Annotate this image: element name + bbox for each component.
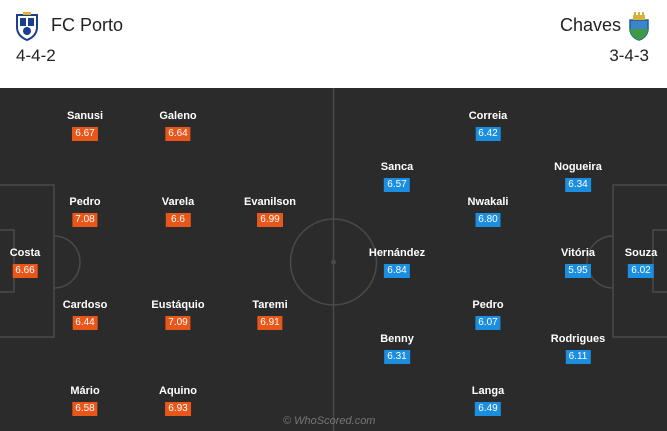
player-name: Galeno [159,110,197,122]
player-rating: 6.80 [475,213,501,227]
player-rating: 7.08 [72,213,98,227]
player-name: Sanusi [66,110,104,122]
player-rating: 6.49 [475,402,501,416]
home-player[interactable]: Varela 6.6 [162,196,194,227]
home-player[interactable]: Eustáquio 7.09 [151,299,205,330]
player-rating: 5.95 [565,264,591,278]
player-name: Evanilson [244,196,296,208]
home-formation: 4-4-2 [16,46,56,65]
player-rating: 6.31 [384,350,410,364]
player-rating: 6.66 [12,264,38,278]
player-rating: 6.42 [475,127,501,141]
player-rating: 6.84 [384,264,410,278]
player-rating: 6.44 [72,316,98,330]
away-player[interactable]: Nwakali 6.80 [467,196,509,227]
player-name: Costa [9,247,41,259]
player-rating: 6.11 [565,350,591,364]
player-name: Mário [70,385,100,397]
pitch: Sanusi 6.67 Galeno 6.64 Pedro 7.08 Varel… [0,88,667,431]
away-player[interactable]: Sanca 6.57 [381,161,413,192]
home-player[interactable]: Pedro 7.08 [69,196,101,227]
player-name: Aquino [159,385,197,397]
home-player[interactable]: Galeno 6.64 [159,110,197,141]
player-rating: 7.09 [165,316,191,330]
player-name: Benny [380,333,414,345]
home-player[interactable]: Sanusi 6.67 [67,110,103,141]
player-name: Nogueira [554,161,602,173]
player-name: Sanca [380,161,414,173]
player-rating: 6.64 [165,127,191,141]
player-name: Langa [471,385,505,397]
away-player[interactable]: Pedro 6.07 [472,299,504,330]
away-player[interactable]: Rodrigues 6.11 [551,333,605,364]
away-player[interactable]: Vitória 5.95 [561,247,595,278]
away-player[interactable]: Benny 6.31 [380,333,414,364]
player-name: Rodrigues [550,333,606,345]
player-rating: 6.93 [165,402,191,416]
player-name: Pedro [69,196,101,208]
home-player[interactable]: Mário 6.58 [70,385,100,416]
player-rating: 6.57 [384,178,410,192]
home-player[interactable]: Taremi 6.91 [252,299,288,330]
player-name: Taremi [252,299,288,311]
away-player[interactable]: Correia 6.42 [468,110,508,141]
watermark: © WhoScored.com [283,415,376,427]
player-rating: 6.91 [257,316,283,330]
fc-porto-crest-icon [16,12,38,42]
home-player[interactable]: Aquino 6.93 [159,385,197,416]
player-rating: 6.34 [565,178,591,192]
player-name: Vitória [560,247,596,259]
player-rating: 6.6 [165,213,191,227]
player-name: Cardoso [62,299,108,311]
away-player[interactable]: Souza 6.02 [625,247,657,278]
player-rating: 6.58 [72,402,98,416]
player-name: Varela [161,196,195,208]
player-rating: 6.67 [72,127,98,141]
home-player[interactable]: Evanilson 6.99 [244,196,296,227]
player-name: Souza [624,247,658,259]
match-header: FC Porto 4-4-2 Chaves 3-4-3 [0,0,667,88]
away-player[interactable]: Langa 6.49 [472,385,504,416]
player-name: Pedro [472,299,504,311]
player-name: Eustáquio [151,299,205,311]
home-player[interactable]: Cardoso 6.44 [62,299,108,330]
player-rating: 6.07 [475,316,501,330]
away-player[interactable]: Nogueira 6.34 [554,161,602,192]
pitch-markings [0,88,667,431]
away-player[interactable]: Hernández 6.84 [369,247,425,278]
player-name: Hernández [368,247,426,259]
chaves-crest-icon [629,12,649,41]
player-name: Correia [468,110,508,122]
home-team-name[interactable]: FC Porto [51,15,124,35]
home-player[interactable]: Costa 6.66 [9,247,41,278]
away-team-name[interactable]: Chaves [559,15,621,35]
player-rating: 6.02 [628,264,654,278]
away-formation: 3-4-3 [609,46,649,65]
player-rating: 6.99 [257,213,283,227]
player-name: Nwakali [467,196,509,208]
